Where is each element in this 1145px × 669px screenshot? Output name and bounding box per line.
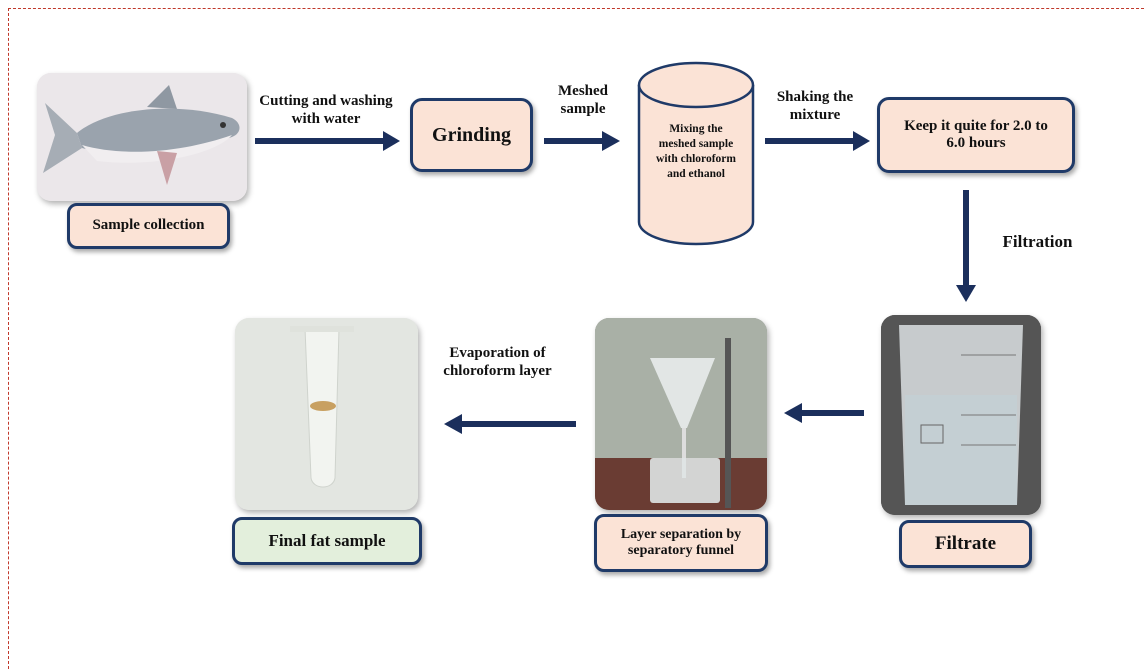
mixing-cylinder bbox=[637, 61, 755, 246]
beaker-photo bbox=[881, 315, 1041, 515]
evaporation-label: Evaporation of chloroform layer bbox=[443, 345, 552, 379]
keep-quiet-box: Keep it quite for 2.0 to 6.0 hours bbox=[877, 97, 1075, 173]
arrow-filtration bbox=[956, 190, 976, 302]
sample-collection-label: Sample collection bbox=[92, 217, 205, 234]
arrow-cutting bbox=[255, 131, 400, 151]
cutting-label: Cutting and washing with water bbox=[259, 93, 393, 127]
arrow-to-funnel bbox=[784, 403, 864, 423]
grinding-box: Grinding bbox=[410, 98, 533, 172]
filtrate-box: Filtrate bbox=[899, 520, 1032, 568]
mixing-label: Mixing the meshed sample with chloroform… bbox=[656, 123, 736, 180]
layer-separation-box: Layer separation by separatory funnel bbox=[594, 514, 768, 572]
final-fat-box: Final fat sample bbox=[232, 517, 422, 565]
grinding-label: Grinding bbox=[432, 123, 511, 146]
fish-photo bbox=[37, 73, 247, 201]
separatory-funnel-photo bbox=[595, 318, 767, 510]
filtrate-label: Filtrate bbox=[934, 533, 997, 555]
shaking-label: Shaking the mixture bbox=[776, 89, 854, 123]
test-tube-photo bbox=[235, 318, 418, 510]
arrow-evaporation bbox=[444, 414, 576, 434]
arrow-meshed bbox=[544, 131, 620, 151]
final-fat-label: Final fat sample bbox=[268, 531, 386, 551]
keep-quiet-label: Keep it quite for 2.0 to 6.0 hours bbox=[904, 117, 1048, 151]
layer-separation-label: Layer separation by separatory funnel bbox=[620, 526, 742, 558]
arrow-shaking bbox=[765, 131, 870, 151]
dashed-frame bbox=[8, 8, 1145, 669]
sample-collection-box: Sample collection bbox=[67, 203, 230, 249]
meshed-label: Meshed sample bbox=[558, 83, 608, 117]
filtration-label: Filtration bbox=[1002, 232, 1073, 251]
